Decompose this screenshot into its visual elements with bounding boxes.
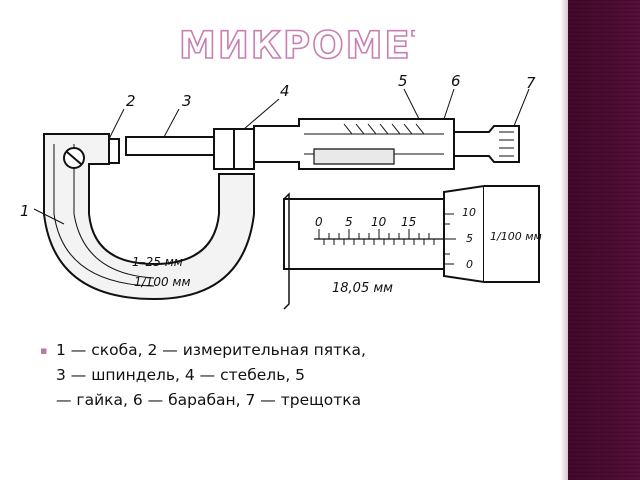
drum-number-0: 0	[466, 258, 473, 271]
part-label-5: 5	[398, 74, 408, 90]
page-title: МИКРОМЕТР:	[175, 14, 415, 74]
part-label-6: 6	[451, 74, 461, 90]
reading-label: 18,05 мм	[332, 281, 393, 296]
drum-number-10: 10	[462, 206, 476, 219]
part-label-3: 3	[182, 92, 192, 110]
part-label-7: 7	[526, 74, 536, 92]
scale-number-10: 10	[371, 215, 387, 229]
title-text: МИКРОМЕТР:	[179, 24, 415, 67]
division-label: 1/100 мм	[134, 275, 191, 289]
drum-number-5: 5	[466, 232, 473, 245]
scale-number-15: 15	[401, 215, 416, 229]
part-label-4: 4	[280, 82, 290, 100]
scale-number-0: 0	[315, 215, 323, 229]
bullet-icon: ▪	[40, 344, 48, 357]
micrometer-diagram: 1 2 3 4 5 6 7 1–25 мм 1/100 мм 0 5 10 15…	[14, 72, 554, 314]
drum-division-label: 1/100 мм	[490, 230, 542, 243]
range-label: 1–25 мм	[132, 255, 183, 269]
scale-number-5: 5	[345, 215, 353, 229]
part-label-1: 1	[20, 202, 30, 220]
part-label-2: 2	[126, 92, 136, 110]
decorative-sidebar	[568, 0, 640, 480]
sidebar-edge	[560, 0, 568, 480]
caption-text: 1 — скоба, 2 — измерительная пятка, 3 — …	[56, 341, 366, 409]
caption-list-item: ▪ 1 — скоба, 2 — измерительная пятка, 3 …	[40, 338, 480, 413]
